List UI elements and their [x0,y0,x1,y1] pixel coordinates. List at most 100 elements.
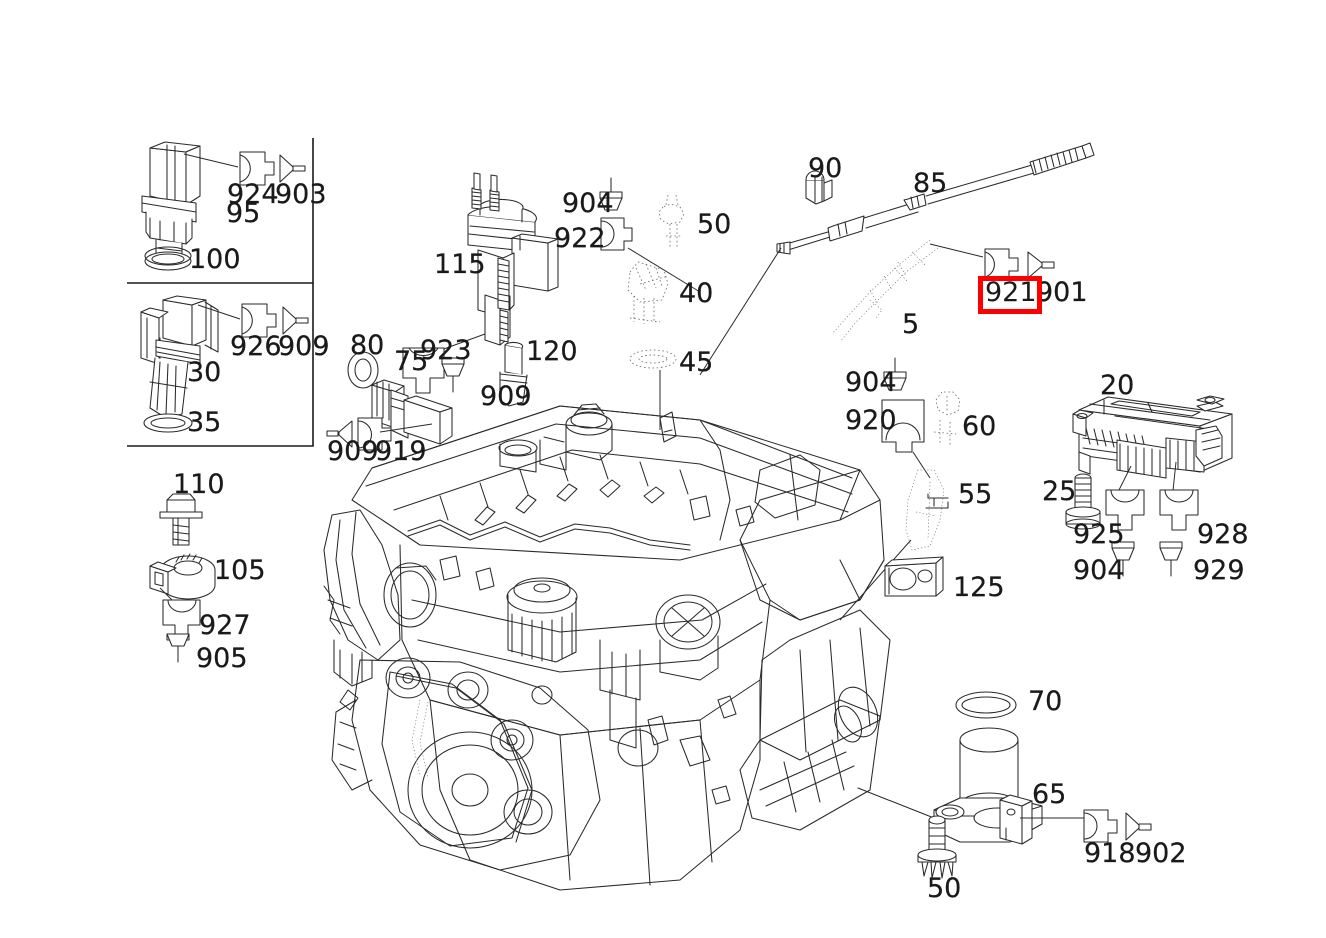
leader-95-to-924 [183,153,239,168]
part-105-knock-sensor [149,553,216,600]
part-90-plug [805,170,833,205]
symbol-929-screw [1159,541,1183,577]
part-70-o-ring [955,691,1017,719]
leader-30-to-926 [197,304,241,320]
callout-909-inset: 909 [278,331,330,362]
callout-904-a: 904 [562,188,614,219]
leader-85-to-engine [699,247,782,376]
ghost-part-45 [629,349,677,369]
leader-920-to-bracket [912,451,931,479]
leader-921-to-harness [929,243,984,258]
callout-903: 903 [275,179,327,210]
callout-925: 925 [1073,519,1125,550]
callout-926: 926 [230,331,282,362]
callout-85: 85 [913,168,948,199]
ghost-part-50 [658,194,685,248]
part-20-ecu [1072,395,1233,479]
leader-922-to-engine [627,247,701,293]
callout-927: 927 [199,610,251,641]
symbol-924-connector [239,151,275,186]
callout-120: 120 [526,336,578,367]
part-125-gasket [884,556,944,597]
callout-80: 80 [350,330,385,361]
ghost-part-55 [905,469,949,551]
callout-65: 65 [1032,779,1067,810]
symbol-928-connector [1159,489,1199,531]
callout-901: 901 [1036,277,1088,308]
callout-929: 929 [1193,555,1245,586]
part-35-o-ring [143,413,193,433]
symbol-904-screw-a [599,177,623,211]
callout-904-c: 904 [1073,555,1125,586]
callout-105: 105 [214,555,266,586]
symbol-922-connector [600,217,633,251]
callout-115: 115 [434,249,486,280]
callout-50-b: 50 [927,873,962,904]
part-25-bolt [1065,473,1101,530]
symbol-905-screw [166,633,190,663]
leader-115-to-923 [440,333,486,351]
symbol-904-screw-c [1111,541,1135,577]
callout-924: 924 [227,179,279,210]
part-75-sensor [371,379,453,445]
symbol-904-screw-b [883,357,907,391]
leader-55-to-125 [839,539,912,621]
part-30-sensor [140,295,219,419]
callout-50-a: 50 [697,209,732,240]
callout-922: 922 [554,223,606,254]
callout-35: 35 [187,407,222,438]
callout-45: 45 [679,347,714,378]
symbol-909-screw-a [441,357,465,393]
callout-909-b: 909 [327,436,379,467]
callout-920: 920 [845,405,897,436]
callout-110: 110 [173,469,225,500]
ghost-harness-5 [831,239,939,343]
callout-70: 70 [1028,686,1063,717]
part-110-bolt [159,493,203,546]
symbol-918-connector [1083,809,1118,843]
callout-5: 5 [902,309,920,340]
symbol-919-connector [357,417,392,451]
symbol-909-plug-b [326,420,353,448]
callout-95: 95 [226,198,261,229]
part-50-expansion-rivet [917,815,957,879]
part-120-sleeve [499,341,528,407]
symbol-921-connector [984,248,1019,281]
callout-55: 55 [958,479,993,510]
leader-105-to-927 [159,587,173,601]
callout-918: 918 [1084,838,1136,869]
leader-919-to-75 [379,423,433,433]
ghost-part-40 [627,261,669,324]
symbol-925-connector [1105,489,1145,531]
callout-921: 921 [985,277,1037,308]
callout-100: 100 [189,244,241,275]
part-65-oil-filter-housing [933,727,1043,845]
callout-75: 75 [394,346,429,377]
callout-923: 923 [420,335,472,366]
callout-928: 928 [1197,519,1249,550]
symbol-902-plug [1125,812,1152,841]
part-80-seal [347,351,379,389]
engine-assembly [323,403,891,891]
ghost-part-60 [933,391,961,446]
callout-919: 919 [375,436,427,467]
callout-125: 125 [953,572,1005,603]
callout-905: 905 [196,643,248,674]
callout-90: 90 [808,153,843,184]
symbol-903-plug [279,154,306,183]
callout-20: 20 [1100,370,1135,401]
callout-30: 30 [187,357,222,388]
leader-engine-to-oilfilter [857,787,935,819]
symbol-920-connector [881,399,925,453]
part-100-o-ring [144,246,192,271]
inset-frame-lower [127,283,314,447]
callout-25: 25 [1042,476,1077,507]
callout-902: 902 [1135,838,1187,869]
callout-40: 40 [679,278,714,309]
callout-904-b: 904 [845,367,897,398]
callout-60: 60 [962,411,997,442]
part-115-injector [467,172,559,346]
callout-909-a: 909 [480,381,532,412]
